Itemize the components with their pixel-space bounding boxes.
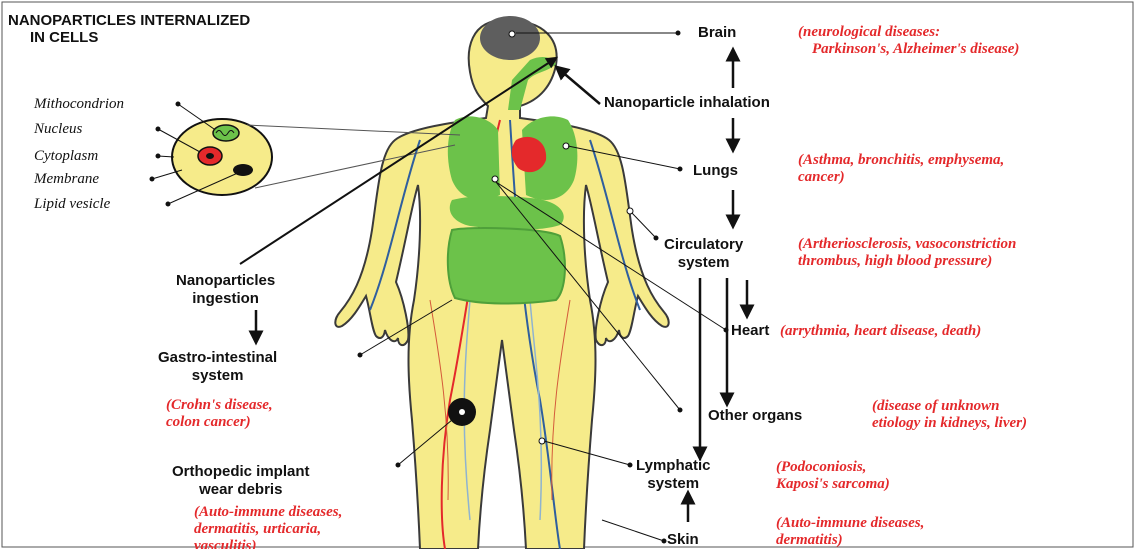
label-lymphatic: Lymphatic system [636, 457, 710, 493]
disease-skin-line-2: dermatitis) [776, 532, 924, 549]
label-implant-line-1: Orthopedic implant [172, 463, 310, 481]
disease-skin: (Auto-immune diseases, dermatitis) [776, 515, 924, 549]
label-implant-line-2: wear debris [172, 481, 310, 499]
disease-brain-line-1: (neurological diseases: [798, 24, 1019, 41]
label-cytoplasm: Cytoplasm [34, 148, 98, 165]
label-implant: Orthopedic implant wear debris [172, 463, 310, 499]
disease-other-line-1: (disease of unknown [872, 398, 1027, 415]
brain [480, 16, 540, 60]
label-skin: Skin [667, 531, 699, 549]
digestive-tract [450, 196, 564, 230]
disease-lymphatic-line-2: Kaposi's sarcoma) [776, 476, 890, 493]
disease-lungs: (Asthma, bronchitis, emphysema, cancer) [798, 152, 1004, 186]
title-line-1: NANOPARTICLES INTERNALIZED [8, 12, 250, 29]
disease-implant-line-1: (Auto-immune diseases, [194, 504, 342, 521]
mitochondrion [213, 125, 239, 141]
label-lymphatic-line-2: system [636, 475, 710, 493]
cell-illustration [172, 119, 272, 195]
label-lipid-vesicle: Lipid vesicle [34, 196, 110, 213]
label-circulatory-line-2: system [664, 254, 743, 272]
disease-lungs-line-1: (Asthma, bronchitis, emphysema, [798, 152, 1004, 169]
label-ingestion-line-1: Nanoparticles [176, 272, 275, 290]
disease-implant-line-3: vasculitis) [194, 538, 342, 549]
label-brain: Brain [698, 24, 736, 42]
label-other-organs: Other organs [708, 407, 802, 425]
label-gi-line-1: Gastro-intestinal [158, 349, 277, 367]
disease-other-organs: (disease of unknown etiology in kidneys,… [872, 398, 1027, 432]
disease-circulatory: (Artherioscleros​is, vasoconstriction th… [798, 236, 1016, 270]
disease-brain-line-2: Parkinson's, Alzheimer's disease) [798, 41, 1019, 58]
disease-implant-line-2: dermatitis, urticaria, [194, 521, 342, 538]
label-circulatory: Circulatory system [664, 236, 743, 272]
label-lymphatic-line-1: Lymphatic [636, 457, 710, 475]
disease-skin-line-1: (Auto-immune diseases, [776, 515, 924, 532]
label-circulatory-line-1: Circulatory [664, 236, 743, 254]
label-inhalation: Nanoparticle inhalation [604, 94, 770, 112]
label-ingestion-line-2: ingestion [176, 290, 275, 308]
disease-lungs-line-2: cancer) [798, 169, 1004, 186]
disease-lymphatic: (Podoconiosis, Kaposi's sarcoma) [776, 459, 890, 493]
disease-gi: (Crohn's disease, colon cancer) [166, 397, 273, 431]
disease-implant: (Auto-immune diseases, dermatitis, urtic… [194, 504, 342, 549]
disease-circulatory-line-2: thrombus, high blood pressure) [798, 253, 1016, 270]
label-gi-line-2: system [158, 367, 277, 385]
label-membrane: Membrane [34, 171, 99, 188]
label-ingestion: Nanoparticles ingestion [176, 272, 275, 308]
disease-heart: (arrythmia, heart disease, death) [780, 323, 981, 340]
disease-other-line-2: etiology in kidneys, liver) [872, 415, 1027, 432]
label-gi: Gastro-intestinal system [158, 349, 277, 385]
disease-circulatory-line-1: (Artherioscleros​is, vasoconstriction [798, 236, 1016, 253]
label-lungs: Lungs [693, 162, 738, 180]
disease-lymphatic-line-1: (Podoconiosis, [776, 459, 890, 476]
diagram-title: NANOPARTICLES INTERNALIZED IN CELLS [8, 12, 250, 46]
label-mitochondrion: Mithocondrion [34, 96, 124, 113]
label-nucleus: Nucleus [34, 121, 82, 138]
label-heart: Heart [731, 322, 769, 340]
title-line-2: IN CELLS [8, 29, 250, 46]
disease-brain: (neurological diseases: Parkinson's, Alz… [798, 24, 1019, 58]
disease-gi-line-1: (Crohn's disease, [166, 397, 273, 414]
disease-gi-line-2: colon cancer) [166, 414, 273, 431]
